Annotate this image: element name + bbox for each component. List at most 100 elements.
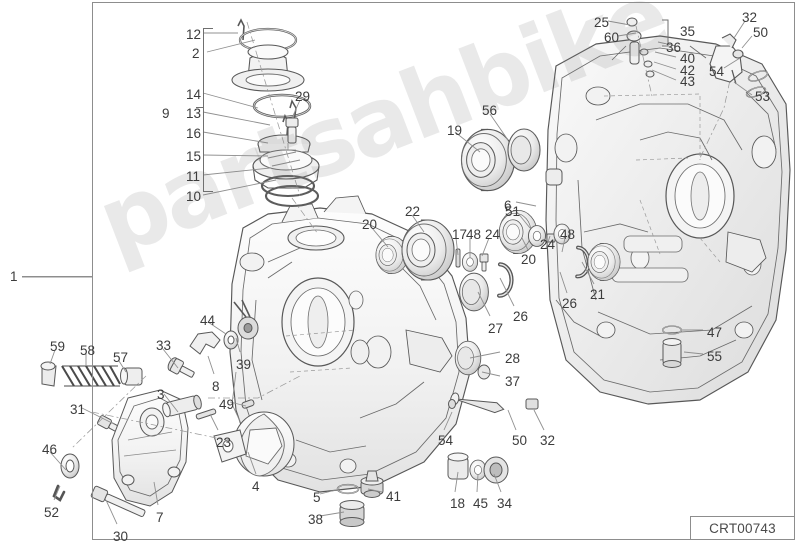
leader-line-l54 xyxy=(209,413,219,431)
leader-line-l21 xyxy=(489,113,509,141)
leader-line-l7 xyxy=(202,154,269,157)
callout-number-30: 30 xyxy=(113,529,129,544)
leader-line-l35 xyxy=(733,20,746,39)
leader-line-l6 xyxy=(202,131,269,144)
leader-line-l32 xyxy=(654,51,677,58)
callout-number-48: 48 xyxy=(466,227,482,242)
leader-line-l16 xyxy=(499,277,515,307)
callout-number-9: 9 xyxy=(162,106,170,121)
leader-line-l36 xyxy=(741,35,753,49)
callout-number-34: 34 xyxy=(497,496,513,511)
callout-number-53: 53 xyxy=(755,89,771,104)
leader-line-l44 xyxy=(81,407,115,425)
callout-number-10: 10 xyxy=(186,189,202,204)
callout-number-16: 16 xyxy=(186,126,202,141)
leader-line-l15 xyxy=(481,237,490,257)
leader-line-l20 xyxy=(454,131,481,153)
leader-line-l22 xyxy=(515,201,537,207)
callout-number-27: 27 xyxy=(488,321,504,336)
callout-number-31: 31 xyxy=(70,402,86,417)
leader-line-l31 xyxy=(657,41,677,47)
leader-line-l4 xyxy=(202,92,259,109)
leader-line-l17 xyxy=(477,291,491,317)
leader-line-l55 xyxy=(229,401,247,407)
leader-line-l62 xyxy=(493,473,502,493)
callout-number-23: 23 xyxy=(216,435,232,450)
callout-number-40: 40 xyxy=(680,51,696,66)
callout-number-35: 35 xyxy=(680,24,696,39)
callout-number-54: 54 xyxy=(438,433,454,448)
leader-line-l12 xyxy=(411,214,425,233)
callout-number-15: 15 xyxy=(186,149,202,164)
leader-line-l11 xyxy=(371,227,389,248)
leader-line-l64 xyxy=(507,409,517,431)
leader-line-l56 xyxy=(247,451,257,475)
leader-line-l51 xyxy=(207,321,227,335)
leader-line-l9 xyxy=(202,179,277,196)
callout-number-24: 24 xyxy=(540,237,556,252)
leader-line-l5 xyxy=(202,111,271,126)
leader-line-l3 xyxy=(206,39,256,53)
callout-number-24: 24 xyxy=(485,227,501,242)
callout-number-55: 55 xyxy=(707,349,723,364)
leader-line-l65 xyxy=(533,409,545,431)
callout-number-6: 6 xyxy=(504,198,512,213)
callout-number-7: 7 xyxy=(156,510,164,525)
callout-number-60: 60 xyxy=(604,30,620,45)
callout-number-5: 5 xyxy=(313,490,321,505)
leader-line-l43 xyxy=(118,360,127,373)
callout-number-46: 46 xyxy=(42,442,58,457)
callout-number-54: 54 xyxy=(709,64,725,79)
callout-number-32: 32 xyxy=(742,10,758,25)
leader-line-l27 xyxy=(559,271,568,294)
callout-number-13: 13 xyxy=(186,106,202,121)
callout-number-33: 33 xyxy=(156,338,172,353)
leader-line-l26 xyxy=(561,237,566,253)
leader-line-l24 xyxy=(545,235,551,249)
callout-number-17: 17 xyxy=(452,227,468,242)
callout-number-26: 26 xyxy=(562,296,578,311)
leader-line-l37 xyxy=(723,57,741,69)
leader-line-l52 xyxy=(235,337,241,353)
callout-number-50: 50 xyxy=(753,25,769,40)
callout-number-8: 8 xyxy=(212,379,220,394)
leader-line-l8 xyxy=(202,167,271,176)
leader-line-l57 xyxy=(319,488,341,495)
leader-line-l59 xyxy=(367,488,383,493)
leader-line-l18 xyxy=(469,351,501,359)
callout-number-22: 22 xyxy=(405,204,421,219)
leader-line-l41 xyxy=(49,349,56,365)
leader-line-l19 xyxy=(481,371,501,377)
callout-number-58: 58 xyxy=(80,343,96,358)
callout-number-44: 44 xyxy=(200,313,216,328)
callout-number-50: 50 xyxy=(512,433,528,448)
callout-number-36: 36 xyxy=(666,40,682,55)
callout-number-20: 20 xyxy=(521,252,537,267)
callout-number-3: 3 xyxy=(157,387,165,402)
drawing-reference-code: CRT00743 xyxy=(709,520,776,536)
callout-number-45: 45 xyxy=(473,496,489,511)
leader-line-l48 xyxy=(153,481,159,506)
callout-number-43: 43 xyxy=(680,74,696,89)
leader-line-l13 xyxy=(455,237,459,256)
callout-number-49: 49 xyxy=(219,397,235,412)
leader-line-l38 xyxy=(733,81,753,96)
title-block: CRT00743 xyxy=(690,516,795,540)
callout-number-28: 28 xyxy=(505,351,521,366)
callout-number-57: 57 xyxy=(113,350,129,365)
callout-number-42: 42 xyxy=(680,63,696,78)
callout-number-2: 2 xyxy=(192,46,200,61)
group-bracket-9-tick xyxy=(196,107,204,109)
leader-line-l25 xyxy=(521,237,529,251)
callout-number-20: 20 xyxy=(362,217,378,232)
leader-line-l53 xyxy=(163,393,179,413)
assembly-leader-line xyxy=(22,276,92,277)
leader-line-l60 xyxy=(454,471,459,493)
callout-number-21: 21 xyxy=(590,287,606,302)
callout-number-38: 38 xyxy=(308,512,324,527)
callout-number-48: 48 xyxy=(560,227,576,242)
callout-number-39: 39 xyxy=(236,357,252,372)
callout-number-25: 25 xyxy=(594,15,610,30)
callout-number-4: 4 xyxy=(252,479,260,494)
